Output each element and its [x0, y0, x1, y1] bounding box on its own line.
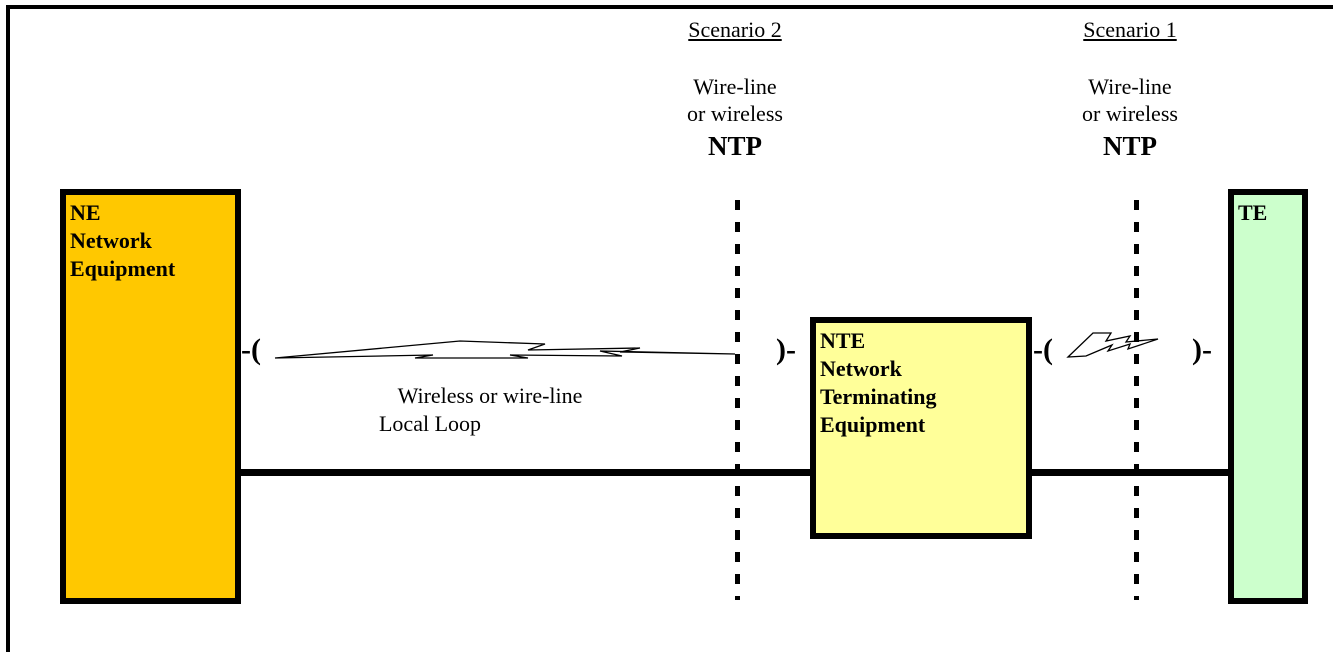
scenario-2-ntp: NTP — [708, 131, 762, 161]
scenario-1-line1: Wire-line — [1088, 74, 1172, 99]
nte-label: NTE Network Terminating Equipment — [820, 327, 937, 439]
scenario-1-line2: or wireless — [1082, 101, 1178, 126]
diagram-frame — [6, 5, 1333, 652]
scenario-2-line2: or wireless — [687, 101, 783, 126]
ne-label-line3: Equipment — [70, 256, 176, 281]
nte-label-line1: NTE — [820, 328, 866, 353]
scenario-2-title: Scenario 2 — [688, 17, 782, 42]
bracket-open-scenario-1: -( — [1033, 333, 1053, 366]
nte-label-line4: Equipment — [820, 412, 926, 437]
nte-label-line2: Network — [820, 356, 902, 381]
te-label: TE — [1238, 200, 1268, 225]
ntp-line-scenario-1 — [1134, 200, 1139, 600]
ne-label: NE Network Equipment — [70, 199, 175, 283]
nte-label-line3: Terminating — [820, 384, 937, 409]
wire-nte-to-te — [1028, 469, 1233, 476]
bracket-open-local-loop: -( — [241, 333, 261, 366]
local-loop-label-line1: Wireless or wire-line — [397, 383, 583, 408]
bracket-close-scenario-1: )- — [1192, 333, 1212, 366]
wire-ne-to-nte — [236, 469, 816, 476]
nte-box: NTE Network Terminating Equipment — [810, 317, 1032, 539]
scenario-2-line1: Wire-line — [693, 74, 777, 99]
bracket-close-local-loop: )- — [776, 333, 796, 366]
ne-label-line2: Network — [70, 228, 152, 253]
ntp-line-scenario-2 — [735, 200, 740, 600]
wireless-bolt-local-loop — [274, 340, 736, 359]
scenario-1-ntp: NTP — [1103, 131, 1157, 161]
local-loop-label-line2: Local Loop — [378, 411, 482, 436]
wireless-bolt-scenario-1 — [1066, 332, 1159, 358]
te-box: TE — [1228, 189, 1308, 604]
ne-label-line1: NE — [70, 200, 101, 225]
scenario-1-title: Scenario 1 — [1083, 17, 1177, 42]
ne-box: NE Network Equipment — [60, 189, 241, 604]
